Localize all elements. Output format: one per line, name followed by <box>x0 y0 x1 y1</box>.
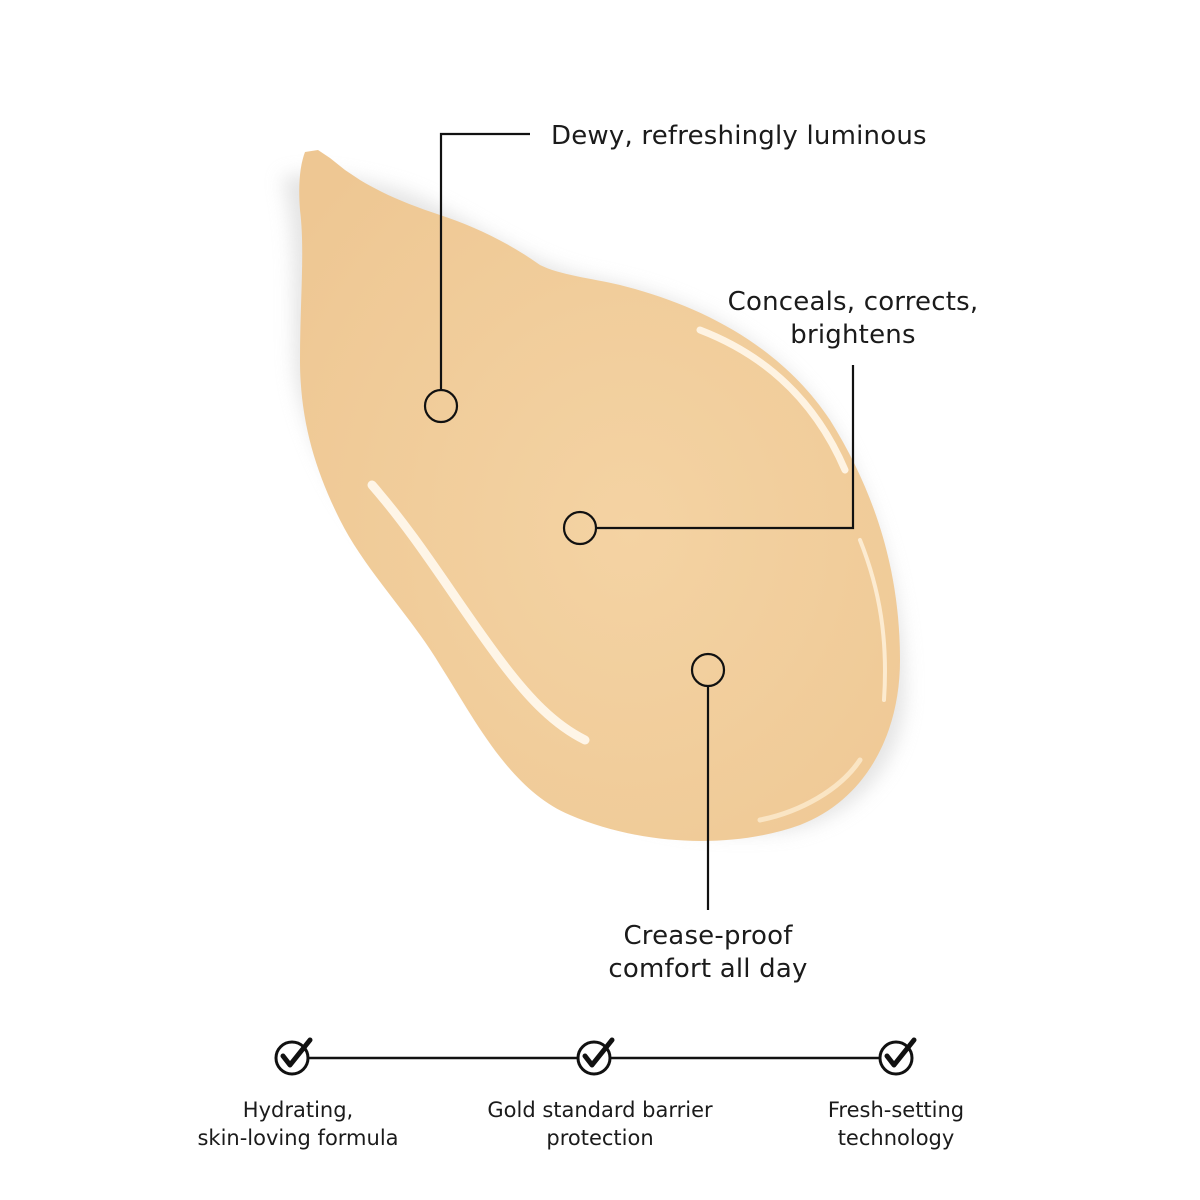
foundation-swatch <box>299 150 900 842</box>
callout-dewy-line1: Dewy, refreshingly luminous <box>551 121 927 151</box>
check-circle-icon <box>576 1037 615 1076</box>
benefit-hydrating-line1: Hydrating, <box>242 1098 354 1122</box>
swatch-highlight-left <box>367 480 590 745</box>
benefit-hydrating-line2: skin-loving formula <box>197 1126 399 1150</box>
benefit-barrier-line2: protection <box>546 1126 654 1150</box>
benefit-hydrating: Hydrating, skin-loving formula <box>148 1096 448 1152</box>
check-circle-icon <box>878 1037 917 1076</box>
swatch-highlight-left-2 <box>757 757 863 823</box>
benefits-timeline <box>274 1037 917 1076</box>
callout-conceals-label: Conceals, corrects, brightens <box>720 286 986 352</box>
callout-crease-line1: Crease-proof <box>623 921 793 951</box>
callout-dewy-connector <box>423 132 530 424</box>
callout-conceals-connector <box>562 365 855 546</box>
callout-crease-line2: comfort all day <box>608 954 808 984</box>
benefit-fresh-line2: technology <box>837 1126 955 1150</box>
swatch-highlight-right-2 <box>858 538 887 702</box>
swatch-highlight-right <box>696 326 849 474</box>
benefit-barrier-line1: Gold standard barrier <box>487 1098 713 1122</box>
callout-conceals-line1: Conceals, corrects, <box>727 287 979 317</box>
check-circle-icon <box>274 1037 313 1076</box>
callout-dewy-label: Dewy, refreshingly luminous <box>551 120 927 153</box>
benefit-barrier: Gold standard barrier protection <box>450 1096 750 1152</box>
benefit-fresh-line1: Fresh-setting <box>827 1098 965 1122</box>
callout-crease-label: Crease-proof comfort all day <box>580 920 836 986</box>
benefit-fresh-setting: Fresh-setting technology <box>746 1096 1046 1152</box>
callout-conceals-line2: brightens <box>790 320 916 350</box>
callout-crease-connector <box>690 652 726 910</box>
